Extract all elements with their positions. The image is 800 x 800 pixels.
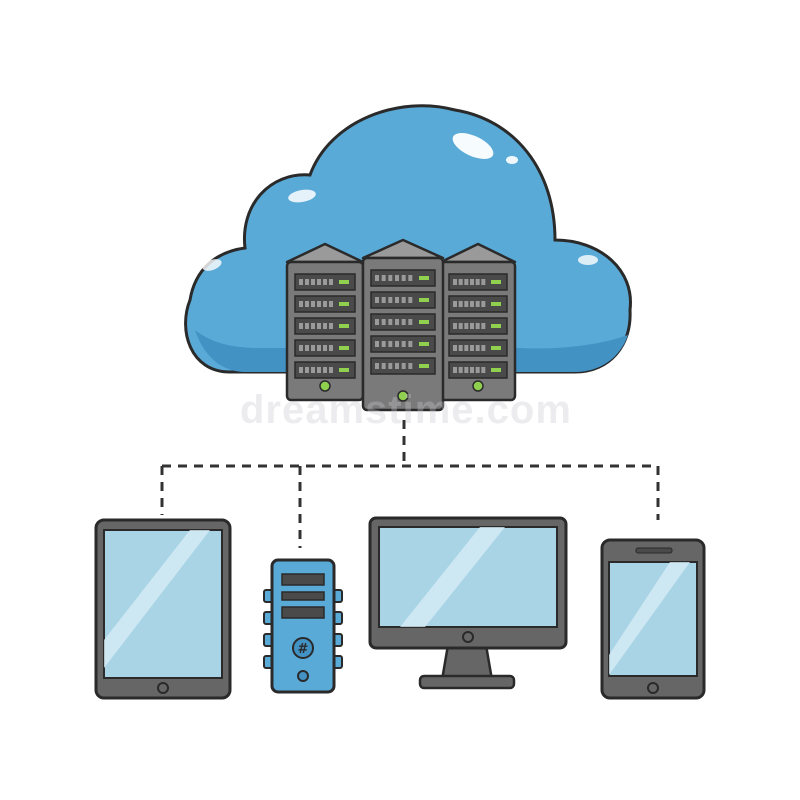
monitor-icon <box>368 516 568 690</box>
desktop-tower-icon: # <box>263 558 343 694</box>
smartphone-icon <box>600 538 706 700</box>
server-rack-center-icon <box>361 238 445 412</box>
server-rack-left-icon <box>285 242 365 402</box>
server-rack-right-icon <box>439 242 517 402</box>
connector-lines <box>160 420 660 548</box>
tablet-icon <box>94 518 232 700</box>
server-group <box>285 238 517 412</box>
svg-text:#: # <box>298 642 309 657</box>
